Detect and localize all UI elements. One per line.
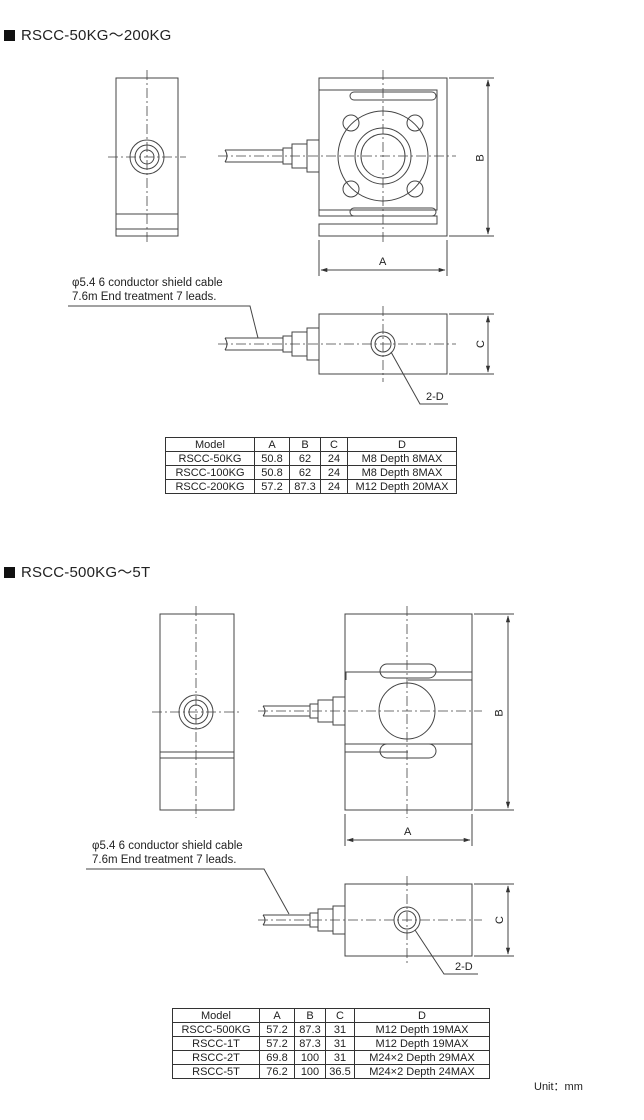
side-view-1: [108, 70, 186, 244]
dim-b-label-2: B: [493, 709, 506, 717]
dim-d-label-2: 2-D: [455, 961, 473, 973]
section2-heading: RSCC-500KG～5T: [4, 561, 150, 582]
dim-a-label-2: A: [404, 826, 412, 838]
table-header-row: Model A B C D: [172, 1008, 490, 1023]
front-view-2: [258, 606, 514, 846]
dim-a-label-1: A: [379, 256, 387, 268]
bottom-view-2: [86, 868, 514, 975]
table-header-row: Model A B C D: [165, 437, 457, 452]
bottom-view-1: [68, 305, 494, 405]
square-bullet-icon: [4, 567, 15, 578]
dim-c-label-2: C: [493, 916, 506, 924]
front-view-1: [218, 70, 494, 276]
section1-heading: RSCC-50KG～200KG: [4, 24, 172, 45]
cable-note-2: φ5.4 6 conductor shield cable 7.6m End t…: [92, 840, 243, 866]
cable-note-1: φ5.4 6 conductor shield cable 7.6m End t…: [72, 277, 223, 303]
side-view-2: [152, 606, 242, 818]
dim-d-label-1: 2-D: [426, 391, 444, 403]
square-bullet-icon: [4, 30, 15, 41]
unit-label: Unit：mm: [534, 1081, 583, 1093]
